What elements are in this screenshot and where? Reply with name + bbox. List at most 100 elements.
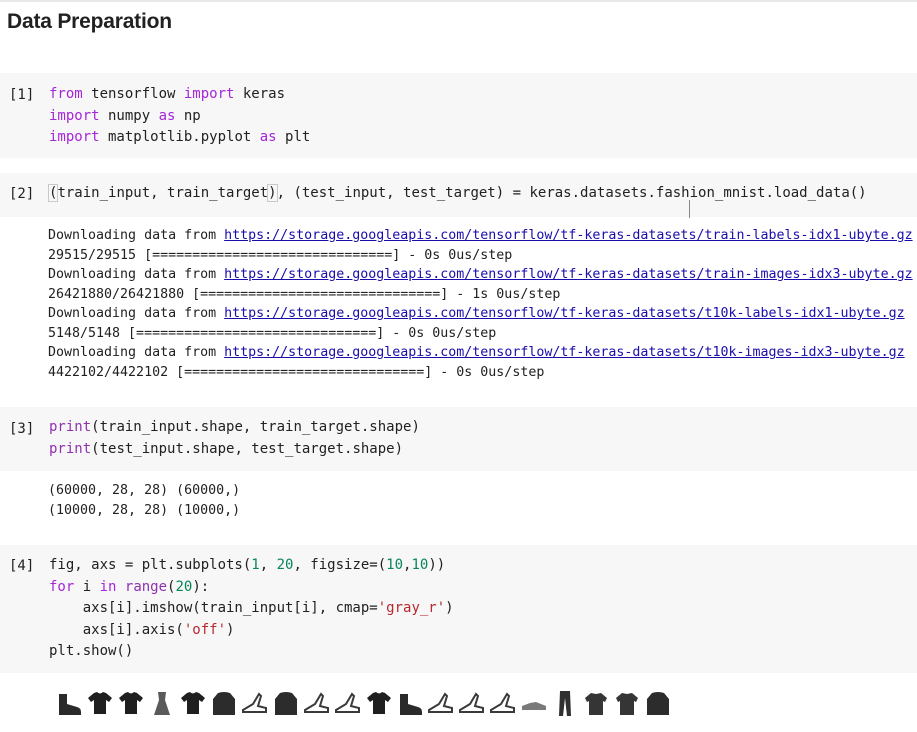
code-line: fig, axs = plt.subplots(1, 20, figsize=(…	[49, 555, 454, 577]
code-token: , figsize=(	[293, 557, 387, 573]
code-token: ,	[403, 557, 412, 573]
output-line: 4422102/4422102 [=======================…	[48, 363, 913, 383]
code-token: tensorflow	[82, 86, 184, 102]
output-line: (10000, 28, 28) (10000,)	[48, 501, 240, 521]
shirt-thumbnail	[585, 693, 607, 715]
code-cell-2[interactable]: [2] (train_input, train_target), (test_i…	[0, 173, 917, 217]
code-token: axs[i].imshow(train_input[i], cmap=	[49, 600, 378, 616]
keyword-token: in	[99, 578, 117, 595]
output-text: (60000, 28, 28) (60000,)	[48, 483, 241, 498]
code-token: axs[i].axis(	[49, 621, 184, 638]
cell-prompt: [1]	[9, 87, 35, 103]
keyword-token: import	[183, 86, 235, 102]
code-token: ))	[428, 557, 446, 573]
code-line: from tensorflow import keras	[49, 84, 310, 106]
output-text: 5148/5148 [=============================…	[48, 325, 497, 341]
code-token: (train_input.shape, train_target.shape)	[91, 419, 420, 435]
code-token: (test_input.shape, test_target.shape)	[91, 440, 404, 457]
code-cell-4[interactable]: [4] fig, axs = plt.subplots(1, 20, figsi…	[0, 545, 917, 673]
string-token: 'off'	[183, 621, 227, 638]
bracket-token: (	[47, 184, 59, 202]
output-text: Downloading data from	[48, 306, 225, 321]
keyword-token: import	[49, 107, 100, 124]
builtin-token: print	[49, 419, 92, 435]
bracket-token: )	[267, 184, 278, 202]
builtin-token: print	[49, 440, 92, 457]
shirt-thumbnail	[616, 693, 638, 715]
code-line: print(train_input.shape, train_target.sh…	[49, 417, 420, 439]
code-token: )	[226, 621, 235, 638]
dataset-link[interactable]: https://storage.googleapis.com/tensorflo…	[224, 306, 905, 321]
code-token: np	[175, 107, 201, 124]
code-token: train_input, train_target	[57, 185, 269, 201]
output-text: Downloading data from	[48, 228, 225, 243]
output-line: Downloading data from https://storage.go…	[48, 226, 913, 246]
sandal-thumbnail	[335, 692, 360, 713]
pullover-thumbnail	[275, 692, 297, 715]
code-editor[interactable]: (train_input, train_target), (test_input…	[47, 183, 867, 205]
code-token	[116, 579, 124, 595]
code-token: matplotlib.pyplot	[99, 129, 260, 145]
sandal-thumbnail	[459, 692, 484, 713]
code-line: (train_input, train_target), (test_input…	[47, 183, 867, 205]
code-editor[interactable]: fig, axs = plt.subplots(1, 20, figsize=(…	[49, 555, 454, 663]
keyword-token: import	[49, 129, 100, 145]
ankle-boot-thumbnail	[59, 694, 81, 715]
output-line: Downloading data from https://storage.go…	[48, 265, 913, 285]
code-cell-3[interactable]: [3] print(train_input.shape, train_targe…	[0, 407, 917, 471]
code-token: fig, axs = plt.subplots(	[49, 557, 252, 573]
output-line: (60000, 28, 28) (60000,)	[48, 481, 240, 501]
output-text: (10000, 28, 28) (10000,)	[48, 502, 241, 518]
output-line: Downloading data from https://storage.go…	[48, 343, 913, 363]
output-text: Downloading data from	[48, 267, 225, 282]
output-text: 29515/29515 [===========================…	[48, 247, 513, 263]
sandal-thumbnail	[304, 692, 329, 713]
output-text: 26421880/26421880 [=====================…	[48, 286, 561, 302]
sandal-thumbnail	[490, 692, 515, 713]
code-token: ):	[192, 578, 210, 595]
dress-thumbnail	[154, 692, 170, 715]
dataset-link[interactable]: https://storage.googleapis.com/tensorflo…	[224, 267, 913, 282]
code-token: , (test_input, test_target) = keras.data…	[276, 185, 867, 201]
code-token: plt.show()	[49, 643, 134, 659]
code-line: for i in range(20):	[49, 577, 454, 599]
output-line: 5148/5148 [=============================…	[48, 324, 913, 344]
builtin-token: range	[124, 578, 168, 595]
string-token: 'gray_r'	[377, 600, 446, 616]
output-line: Downloading data from https://storage.go…	[48, 304, 913, 324]
output-text: 4422102/4422102 [=======================…	[48, 364, 545, 380]
cell-prompt: [3]	[9, 421, 35, 437]
keyword-token: for	[49, 578, 75, 595]
sneaker-thumbnail	[522, 702, 546, 710]
cell-output: (60000, 28, 28) (60000,) (10000, 28, 28) …	[48, 481, 240, 520]
code-token: keras	[234, 86, 286, 102]
code-editor[interactable]: print(train_input.shape, train_target.sh…	[49, 417, 420, 460]
cell-prompt: [2]	[9, 186, 35, 202]
code-token: ,	[259, 557, 277, 573]
number-token: 1	[251, 557, 260, 573]
top-border	[0, 0, 917, 2]
keyword-token: as	[259, 129, 277, 145]
output-text: Downloading data from	[48, 345, 225, 360]
sandal-thumbnail	[428, 692, 453, 713]
t-shirt-thumbnail	[367, 692, 391, 714]
sandal-thumbnail	[242, 692, 267, 713]
number-token: 20	[276, 557, 294, 573]
code-line: axs[i].imshow(train_input[i], cmap='gray…	[49, 598, 454, 620]
code-token: (	[167, 578, 176, 595]
ankle-boot-thumbnail	[400, 694, 422, 715]
keyword-token: from	[49, 86, 83, 102]
code-line: import matplotlib.pyplot as plt	[49, 127, 310, 149]
dataset-link[interactable]: https://storage.googleapis.com/tensorflo…	[224, 228, 913, 243]
text-cursor	[689, 200, 690, 218]
number-token: 10	[386, 557, 404, 573]
t-shirt-thumbnail	[119, 692, 143, 714]
pullover-thumbnail	[647, 692, 669, 715]
section-heading: Data Preparation	[7, 10, 172, 33]
pullover-thumbnail	[213, 692, 235, 715]
dataset-link[interactable]: https://storage.googleapis.com/tensorflo…	[224, 345, 905, 360]
output-line: 26421880/26421880 [=====================…	[48, 285, 913, 305]
image-output-strip	[55, 688, 695, 720]
